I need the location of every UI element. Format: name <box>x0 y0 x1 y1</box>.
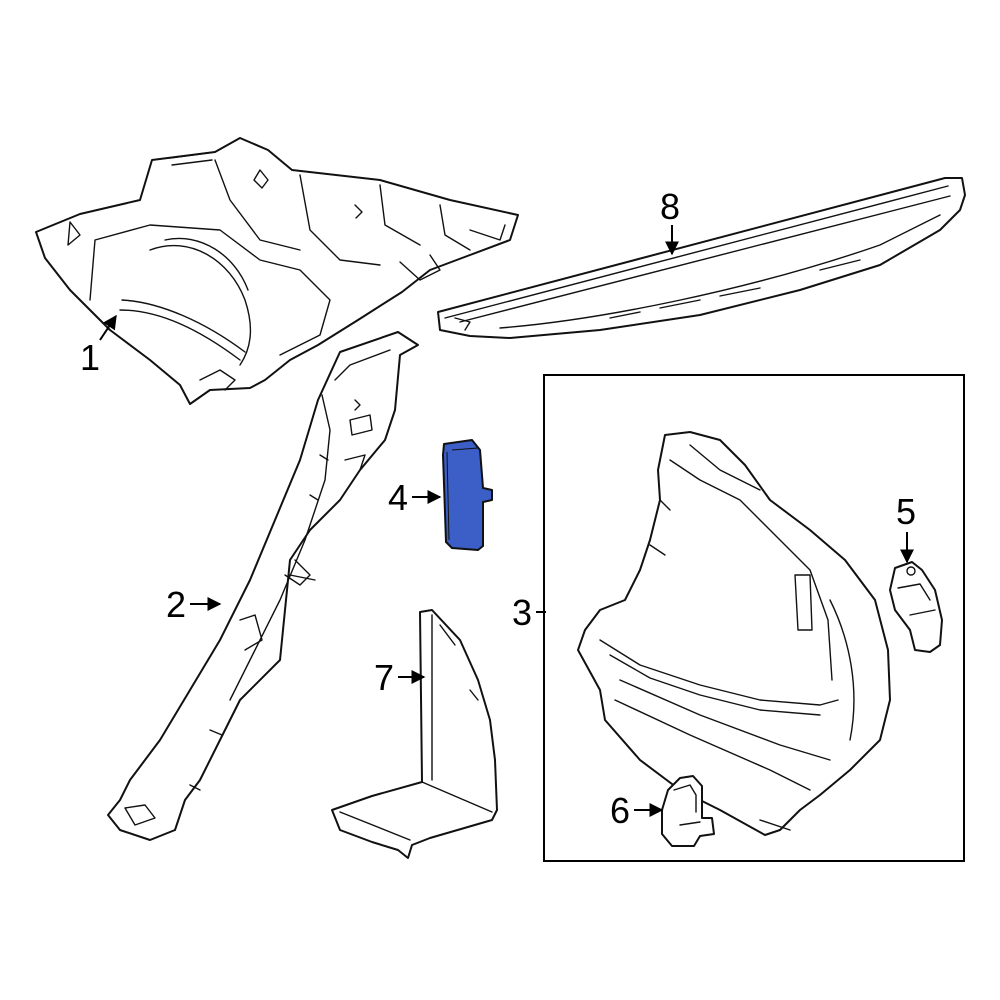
svg-text:5: 5 <box>896 491 916 532</box>
svg-text:8: 8 <box>660 186 680 227</box>
svg-text:3: 3 <box>512 592 532 633</box>
svg-text:1: 1 <box>80 337 100 378</box>
callout-3: 3 <box>512 592 546 633</box>
part-1-quarter-upper-trim[interactable] <box>35 137 519 405</box>
callout-4: 4 <box>388 477 442 518</box>
part-4-trim-cover[interactable] <box>442 439 493 551</box>
callout-8: 8 <box>660 186 680 256</box>
callout-6: 6 <box>610 790 664 831</box>
callout-2: 2 <box>166 584 222 625</box>
part-3-group-frame <box>543 374 965 862</box>
svg-text:4: 4 <box>388 477 408 518</box>
part-8-cargo-cover[interactable] <box>437 177 966 339</box>
callout-5: 5 <box>896 491 916 564</box>
part-2-pillar-trim[interactable] <box>107 331 419 841</box>
svg-text:7: 7 <box>374 657 394 698</box>
callout-7: 7 <box>374 657 426 698</box>
svg-text:6: 6 <box>610 790 630 831</box>
part-7-trim-bracket[interactable] <box>331 609 498 859</box>
part-5-fastener[interactable] <box>889 561 943 653</box>
part-3-quarter-trim-panel[interactable] <box>577 431 891 836</box>
svg-text:2: 2 <box>166 584 186 625</box>
callout-1: 1 <box>80 314 117 378</box>
part-6-hook[interactable] <box>661 775 715 847</box>
